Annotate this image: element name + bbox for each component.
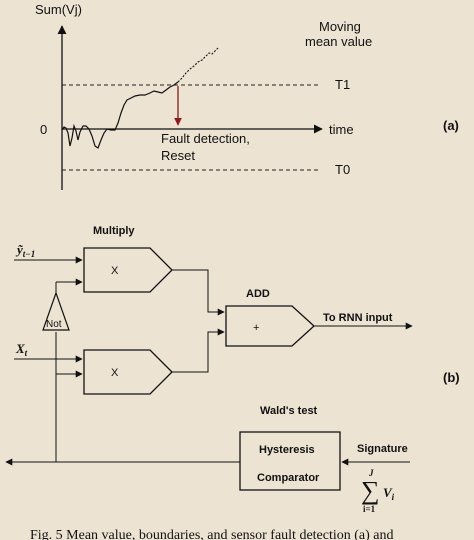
add-gate (225, 305, 315, 347)
multiply-gate-bottom (83, 349, 173, 395)
multiply-gate-bottom-label: X (111, 367, 119, 379)
multiply-label: Multiply (93, 225, 135, 237)
panel-b: Multiply ỹt−1 Xt Not X X ADD + To RNN (5, 225, 460, 514)
sum-term: Vi (383, 485, 395, 502)
mult-bottom-to-add-wire (172, 328, 225, 373)
multiply-gate-top (83, 247, 173, 293)
fault-detection-label-line-2: Reset (161, 148, 195, 163)
hysteresis-comparator-box (239, 431, 341, 491)
sum-lower-limit: i=1 (363, 504, 376, 514)
not-gate-label: Not (46, 319, 62, 330)
panel-a: Sum(Vj) Moving mean value T1 0 time Faul… (35, 2, 459, 190)
t1-label: T1 (335, 77, 350, 92)
input-y-symbol: ỹ (15, 242, 24, 257)
hysteresis-label: Hysteresis (259, 444, 315, 456)
input-x-subscript: t (25, 348, 28, 358)
moving-mean-label-line-2: mean value (305, 34, 372, 49)
fault-detection-label-line-1: Fault detection, (161, 131, 250, 146)
add-title: ADD (246, 288, 270, 300)
t0-label: T0 (335, 162, 350, 177)
zero-label: 0 (40, 122, 47, 137)
input-y-subscript: t−1 (23, 249, 35, 259)
not-gate (42, 291, 70, 331)
panel-b-tag: (b) (443, 370, 460, 385)
walds-test-label: Wald's test (260, 405, 318, 417)
y-axis-label: Sum(Vj) (35, 2, 82, 17)
sum-sigma: ∑ (361, 476, 380, 505)
moving-mean-label-line-1: Moving (319, 19, 361, 34)
rnn-output-label: To RNN input (323, 312, 393, 324)
sum-term-subscript: i (392, 492, 395, 502)
input-x-symbol: X (15, 341, 25, 356)
signature-label: Signature (357, 443, 408, 455)
comparator-label: Comparator (257, 472, 320, 484)
sum-curve (61, 81, 179, 149)
add-gate-label: + (253, 322, 259, 334)
mult-top-to-add-wire (172, 269, 225, 316)
figure-caption: Fig. 5 Mean value, boundaries, and senso… (30, 528, 394, 540)
time-axis-label: time (329, 122, 354, 137)
input-y-label: ỹt−1 (15, 242, 35, 259)
moving-mean-curve (177, 47, 219, 83)
signature-sum-formula: J ∑ i=1 Vi (361, 468, 395, 514)
panel-a-tag: (a) (443, 118, 459, 133)
multiply-gate-top-label: X (111, 265, 119, 277)
input-x-label: Xt (15, 341, 28, 358)
sum-term-symbol: V (383, 485, 393, 500)
sum-upper-limit: J (368, 468, 374, 478)
